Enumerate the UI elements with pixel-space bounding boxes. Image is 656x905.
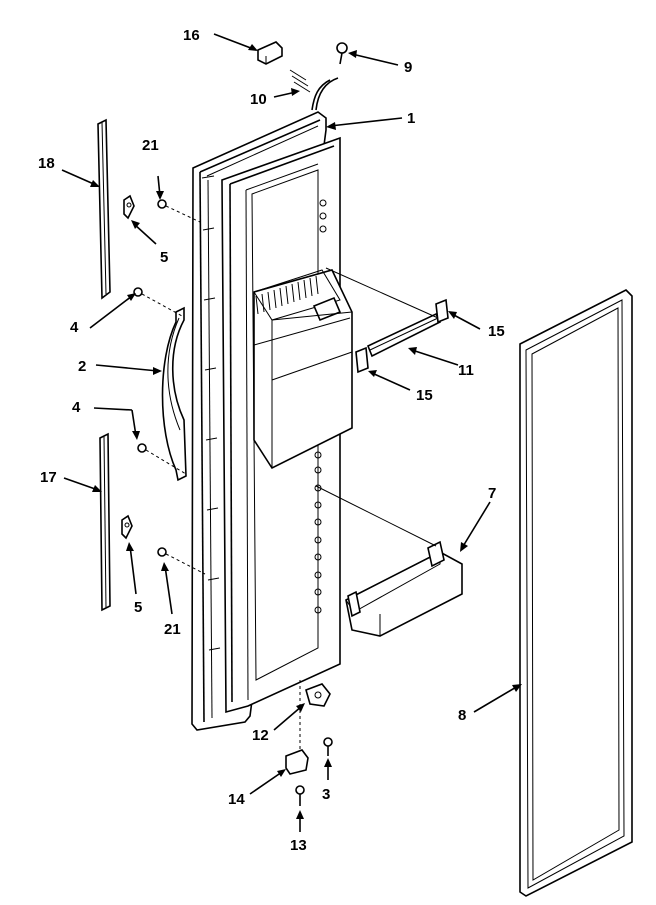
callout-4-upper: 4 (70, 319, 79, 336)
screw-part-10 (336, 42, 348, 65)
callout-3: 3 (322, 786, 330, 803)
door-bin-7 (345, 540, 463, 637)
callout-16: 16 (183, 27, 200, 44)
callout-13: 13 (290, 837, 307, 854)
callout-18: 18 (38, 155, 55, 172)
dispenser-housing (253, 269, 353, 470)
callout-21-upper: 21 (142, 137, 159, 154)
door-gasket (519, 289, 633, 897)
shelf-9-guide (325, 267, 439, 319)
hinge-block-14 (285, 749, 309, 775)
callout-9: 11 (458, 362, 474, 379)
bin-guide (315, 485, 437, 547)
screw-4-upper (133, 287, 183, 317)
freezer-door (191, 111, 353, 731)
callout-11: 10 (250, 91, 267, 108)
hinge-part-12 (305, 683, 331, 707)
wire-harness-11 (289, 69, 339, 111)
screw-part-3 (323, 737, 333, 756)
cap-part-16 (257, 41, 283, 65)
callout-5-upper: 5 (160, 249, 168, 266)
screw-part-13 (295, 785, 305, 806)
leader-lines (61, 33, 522, 832)
callout-12: 12 (252, 727, 269, 744)
bracket-15-right (435, 298, 449, 324)
screw-21-upper (157, 199, 201, 223)
callout-2: 2 (78, 358, 86, 375)
callout-15-right: 15 (488, 323, 505, 340)
clip-lower (121, 514, 133, 540)
callout-7: 7 (488, 485, 496, 502)
callout-labels: 16 9 10 1 21 18 5 4 15 2 11 15 4 17 7 5 … (38, 27, 505, 854)
bracket-15-left (355, 346, 369, 374)
callout-5-lower: 5 (134, 599, 142, 616)
callout-4-lower: 4 (72, 399, 81, 416)
callout-21-lower: 21 (164, 621, 181, 638)
callout-8: 8 (458, 707, 466, 724)
screw-4-lower (137, 443, 187, 475)
trim-strip-upper (97, 118, 111, 300)
screw-21-lower (157, 547, 206, 575)
shelf-part-9 (366, 312, 442, 358)
door-handle (161, 306, 187, 482)
trim-strip-lower (99, 432, 111, 612)
callout-15-left: 15 (416, 387, 433, 404)
callout-14: 14 (228, 791, 245, 808)
callout-10: 9 (404, 59, 412, 76)
callout-17: 17 (40, 469, 57, 486)
clip-upper (123, 194, 135, 220)
callout-1: 1 (407, 110, 415, 127)
rail-holes (314, 199, 327, 614)
